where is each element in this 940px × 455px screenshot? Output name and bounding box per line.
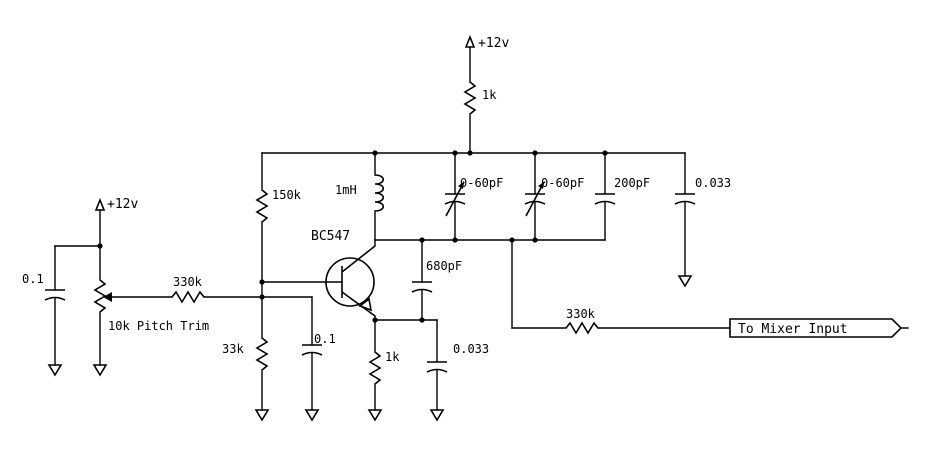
resistor-1k-emitter xyxy=(368,351,382,411)
output-port-label: To Mixer Input xyxy=(738,322,848,337)
capacitor-0033-emitter xyxy=(426,319,448,411)
capacitor-01-left xyxy=(44,245,66,366)
supply-top xyxy=(464,34,476,83)
variable-capacitor-1 xyxy=(444,152,466,241)
ground-01-mid-icon xyxy=(304,409,320,422)
capacitor-0033-emitter-label: 0.033 xyxy=(453,342,489,356)
output-port xyxy=(729,318,909,338)
inductor-label: 1mH xyxy=(335,183,357,197)
inductor-1mh xyxy=(374,174,385,212)
capacitor-680pf xyxy=(411,239,433,321)
resistor-150k-label: 150k xyxy=(272,188,302,202)
supply-top-label: +12v xyxy=(478,36,509,51)
capacitor-0033-right xyxy=(674,152,696,277)
ground-emitter-cap-icon xyxy=(429,409,445,422)
capacitor-680pf-label: 680pF xyxy=(426,259,462,273)
ground-pot-icon xyxy=(92,364,108,377)
variable-capacitor-2 xyxy=(524,152,546,241)
resistor-33k xyxy=(255,337,269,411)
resistor-1k-emitter-label: 1k xyxy=(385,350,400,364)
capacitor-01-mid xyxy=(301,296,323,411)
supply-left-label: +12v xyxy=(107,197,138,212)
capacitor-200pf xyxy=(594,152,616,241)
ground-emitter-icon xyxy=(367,409,383,422)
potentiometer-label: 10k Pitch Trim xyxy=(108,319,209,333)
resistor-33k-label: 33k xyxy=(222,342,244,356)
resistor-330k-out xyxy=(565,321,599,335)
ground-right-icon xyxy=(677,275,693,288)
resistor-330k-left xyxy=(171,290,205,304)
variable-capacitor-2-label: 0-60pF xyxy=(541,176,584,190)
ground-33k-icon xyxy=(254,409,270,422)
capacitor-200pf-label: 200pF xyxy=(614,176,650,190)
supply-left xyxy=(94,197,106,281)
resistor-330k-out-label: 330k xyxy=(566,307,596,321)
resistor-150k xyxy=(255,189,269,223)
potentiometer-10k xyxy=(93,279,112,366)
capacitor-01-mid-label: 0.1 xyxy=(314,332,336,346)
capacitor-01-left-label: 0.1 xyxy=(22,272,44,286)
resistor-1k-top xyxy=(463,81,477,154)
capacitor-0033-right-label: 0.033 xyxy=(695,176,731,190)
ground-left-cap-icon xyxy=(47,364,63,377)
resistor-330k-left-label: 330k xyxy=(173,275,203,289)
transistor-label: BC547 xyxy=(311,229,350,244)
resistor-1k-top-label: 1k xyxy=(482,88,497,102)
variable-capacitor-1-label: 0-60pF xyxy=(460,176,503,190)
